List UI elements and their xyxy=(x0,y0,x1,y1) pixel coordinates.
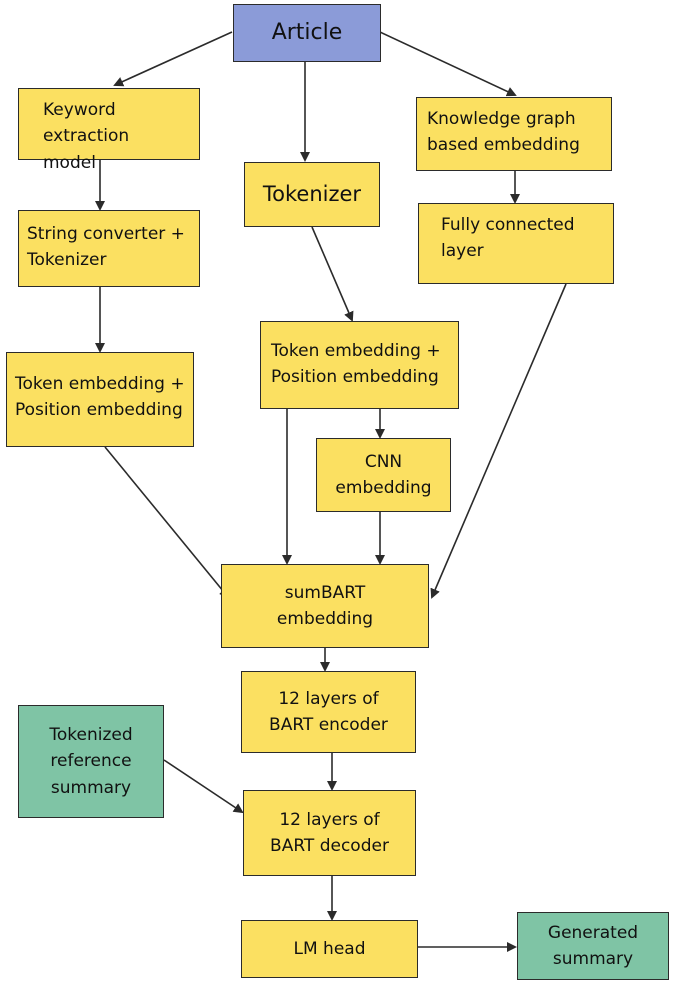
arrow-tokpos-left-sumbart xyxy=(104,446,230,599)
token-position-embedding-left-node: Token embedding + Position embedding xyxy=(6,352,194,447)
generated-summary-node: Generated summary xyxy=(517,912,669,980)
article-node: Article xyxy=(233,4,381,62)
tokenizer-node: Tokenizer xyxy=(244,162,380,227)
keyword-extraction-node: Keyword extraction model xyxy=(18,88,200,173)
arrow-tokenizer-tokpos xyxy=(311,226,354,322)
bart-encoder-node: 12 layers of BART encoder xyxy=(241,671,416,753)
sumbart-embedding-node: sumBART embedding xyxy=(221,564,429,648)
tokenized-reference-summary-node: Tokenized reference summary xyxy=(18,705,164,818)
arrow-article-kg xyxy=(379,31,517,97)
arrow-ref-decoder xyxy=(163,759,244,814)
arrow-fc-sumbart xyxy=(430,283,567,599)
lm-head-node: LM head xyxy=(241,920,418,978)
knowledge-graph-node: Knowledge graph based embedding xyxy=(416,97,612,171)
bart-decoder-node: 12 layers of BART decoder xyxy=(243,790,416,876)
fully-connected-node: Fully connected layer xyxy=(418,203,614,284)
token-position-embedding-mid-node: Token embedding + Position embedding xyxy=(260,321,459,409)
arrow-article-keyword xyxy=(113,31,233,87)
string-converter-node: String converter + Tokenizer xyxy=(18,210,200,287)
cnn-embedding-node: CNN embedding xyxy=(316,438,451,512)
